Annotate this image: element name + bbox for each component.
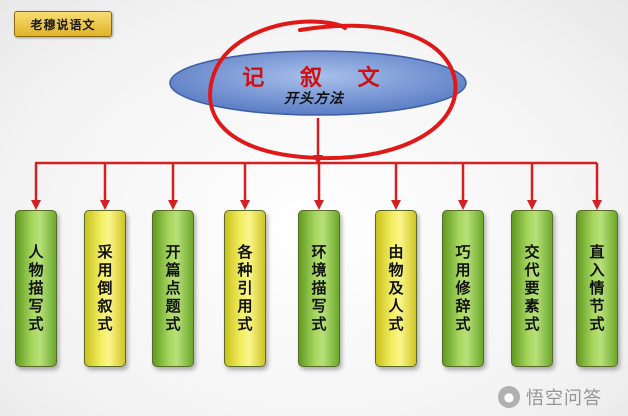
root-title: 记 叙 文 — [242, 65, 394, 91]
method-box-6: 由物及人式 — [375, 210, 417, 367]
method-label: 采用倒叙式 — [95, 243, 114, 334]
method-label: 环境描写式 — [309, 243, 328, 334]
method-box-2: 采用倒叙式 — [84, 210, 126, 367]
method-label: 人物描写式 — [26, 243, 45, 334]
method-label: 开篇点题式 — [163, 243, 182, 334]
root-subtitle: 开头方法 — [284, 91, 344, 107]
root-ellipse — [169, 50, 467, 116]
method-label: 直入情节式 — [587, 243, 606, 334]
watermark-text: 悟空问答 — [526, 388, 602, 409]
method-label: 交代要素式 — [522, 243, 541, 334]
chat-bubble-icon: ● — [498, 386, 520, 408]
method-label: 各种引用式 — [235, 243, 254, 334]
author-tag: 老穆说语文 — [14, 11, 112, 37]
method-box-9: 直入情节式 — [576, 210, 618, 367]
method-label: 巧用修辞式 — [453, 243, 472, 334]
method-box-1: 人物描写式 — [15, 210, 57, 367]
method-box-8: 交代要素式 — [511, 210, 553, 367]
method-box-5: 环境描写式 — [298, 210, 340, 367]
watermark: ● 悟空问答 — [498, 384, 602, 410]
method-box-4: 各种引用式 — [224, 210, 266, 367]
method-box-3: 开篇点题式 — [152, 210, 194, 367]
method-label: 由物及人式 — [386, 243, 405, 334]
hand-drawn-circle — [208, 19, 458, 161]
method-box-7: 巧用修辞式 — [442, 210, 484, 367]
